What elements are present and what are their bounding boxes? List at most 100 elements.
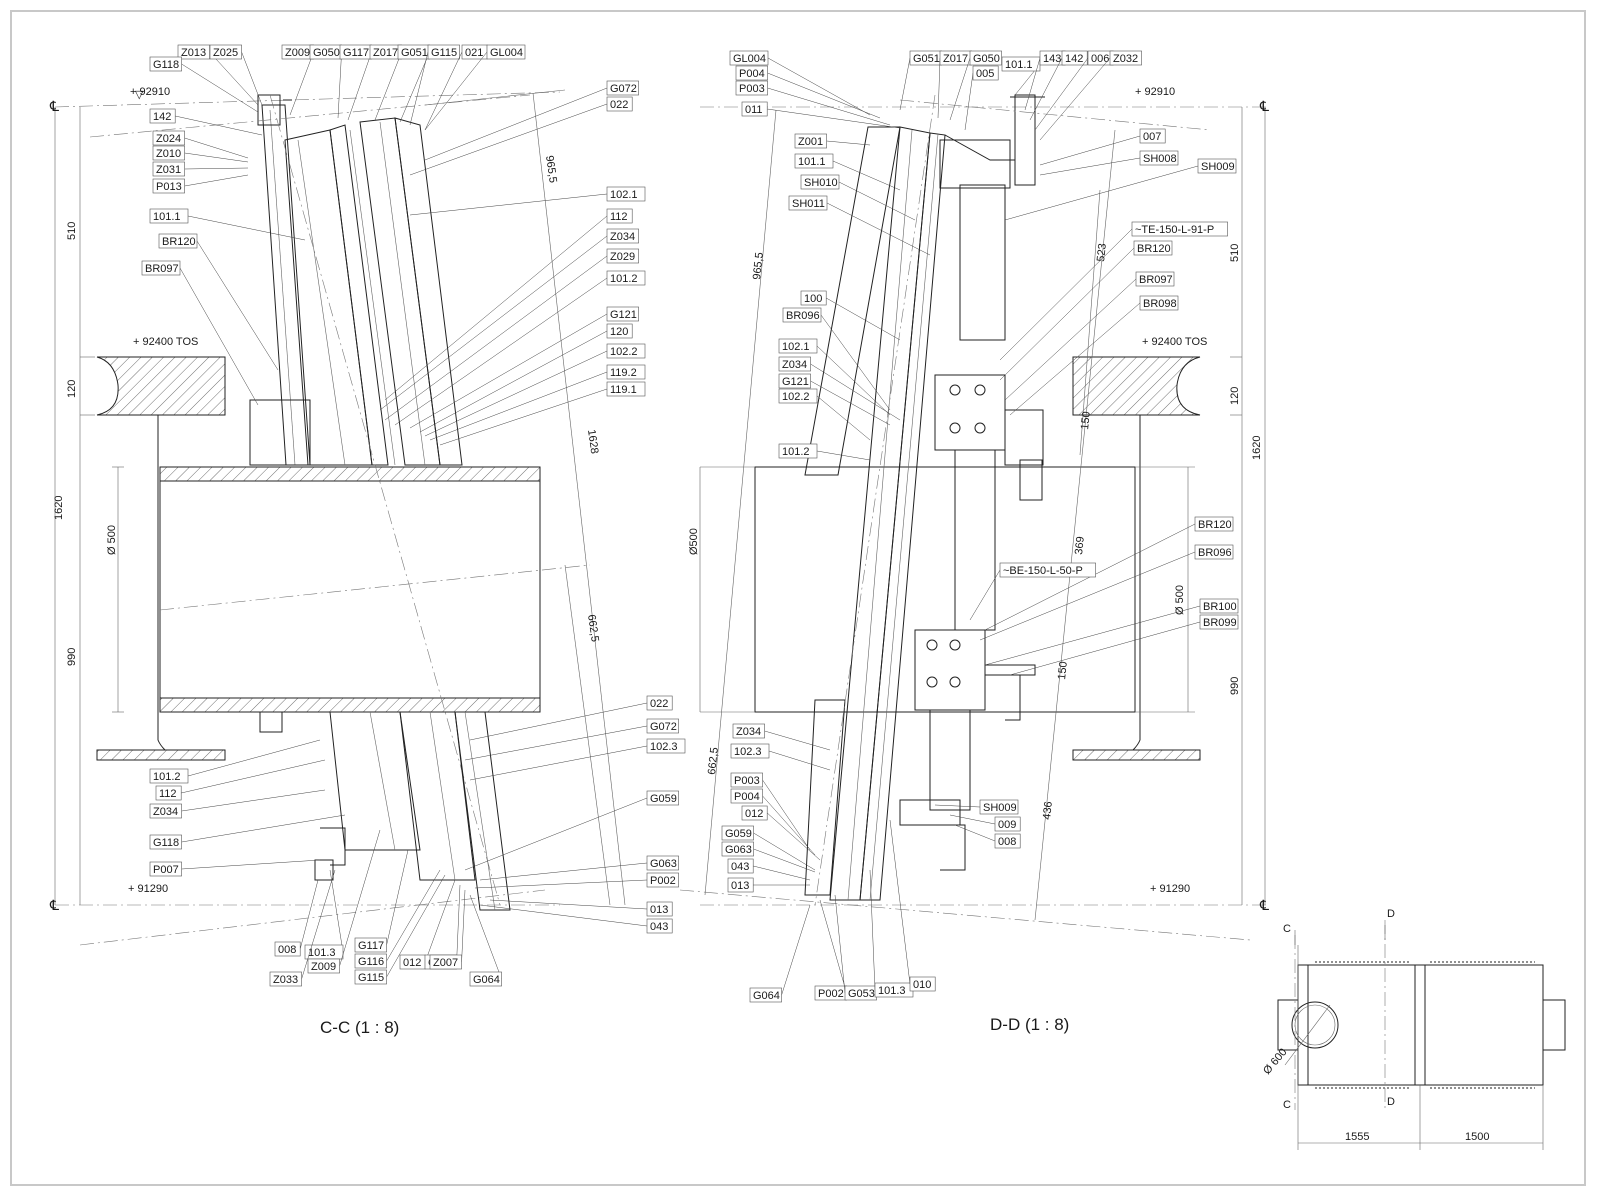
callout-text: G063 (725, 844, 752, 856)
callout-G117: G117 (339, 44, 372, 121)
callout-022: 022 (409, 96, 633, 176)
callout-text: 013 (731, 880, 749, 892)
dd-dim-662: 662,5 (706, 747, 721, 776)
callout-G115: G115 (409, 44, 460, 126)
callout-Z010: Z010 (152, 145, 249, 163)
callout-P004: P004 (730, 788, 816, 856)
callout-Z034: Z034 (732, 723, 831, 751)
callout-BR096: BR096 (979, 544, 1234, 641)
callout-text: 012 (403, 957, 421, 969)
callout-text: 101.1 (153, 211, 181, 223)
callout-text: P002 (818, 988, 844, 1000)
callout-text: BR099 (1203, 617, 1237, 629)
callout-101.3: 101.3 (869, 869, 914, 998)
callout-102.3: 102.3 (469, 738, 686, 781)
callout-013: 013 (489, 899, 673, 917)
callout-G115: G115 (354, 874, 446, 985)
callout-text: G118 (153, 59, 179, 71)
callout-text: Z017 (373, 47, 398, 59)
callout-SH011: SH011 (788, 195, 931, 256)
callout-text: G117 (358, 940, 384, 952)
device-upper-cc (249, 94, 463, 466)
callout-text: BR098 (1143, 298, 1177, 310)
callout-Z013: Z013 (177, 44, 259, 106)
callout-text: 143 (1043, 53, 1061, 65)
callout-text: Z007 (433, 957, 458, 969)
callout-text: 012 (745, 808, 763, 820)
callout-101.1: 101.1 (149, 208, 306, 241)
callout-text: 101.1 (1005, 59, 1033, 71)
callout-G050: G050 (309, 44, 342, 119)
callout-P013: P013 (152, 174, 249, 194)
callout-text: Z034 (610, 231, 635, 243)
callout-text: G118 (153, 837, 179, 849)
callout-GL004: GL004 (729, 50, 871, 116)
callout-text: 101.1 (798, 156, 826, 168)
callout-text: SH011 (792, 198, 825, 210)
callout-101.2: 101.2 (394, 270, 646, 426)
callout-013: 013 (727, 877, 810, 893)
callout-G121: G121 (778, 373, 891, 426)
cc-dim-510: 510 (66, 222, 78, 240)
callout-Z032: Z032 (1039, 50, 1142, 141)
callout-G059: G059 (721, 825, 816, 871)
pipe-cc (159, 466, 541, 713)
callout-text: 007 (1143, 131, 1161, 143)
callout-022: 022 (469, 695, 673, 741)
callout-120: 120 (419, 323, 633, 433)
keyplan-cut-c-top: C (1283, 923, 1291, 935)
callout-G063: G063 (721, 841, 816, 873)
cc-view-title: C-C (1 : 8) (320, 1018, 399, 1037)
callout-011: 011 (741, 101, 901, 129)
callout-text: 120 (610, 326, 628, 338)
callout-text: G121 (610, 309, 637, 321)
cc-dim-1628: 1628 (585, 429, 600, 455)
callout-text: 102.1 (782, 341, 810, 353)
callout-text: G121 (782, 376, 809, 388)
callout-text: SH009 (983, 802, 1017, 814)
callout-text: 011 (745, 104, 763, 116)
callout-P004: P004 (735, 65, 881, 119)
callout-G116: G116 (354, 869, 441, 969)
callout-G051: G051 (397, 44, 430, 123)
callout-text: 009 (998, 819, 1016, 831)
dd-dim-dia-left: Ø500 (688, 528, 700, 555)
callout-text: BR120 (162, 236, 196, 248)
keyplan-dim-1500: 1500 (1465, 1131, 1489, 1143)
device-axis-cc (269, 94, 501, 906)
callout-~TE-150-L-91-P: ~TE-150-L-91-P (999, 221, 1228, 361)
dd-centerline-top: ℄ (1259, 98, 1269, 114)
callout-text: 005 (976, 68, 994, 80)
callout-112: 112 (384, 208, 633, 401)
callout-text: 112 (159, 788, 177, 800)
dd-centerline-bottom: ℄ (1259, 897, 1269, 913)
device-axis-dd (814, 94, 936, 906)
callout-text: Z029 (610, 251, 635, 263)
callout-142: 142 (149, 108, 263, 136)
callout-text: 008 (998, 836, 1016, 848)
dd-dim-523: 523 (1095, 243, 1109, 263)
pipe-dd (754, 466, 1136, 713)
callout-119.2: 119.2 (429, 364, 646, 441)
callout-text: 101.2 (782, 446, 810, 458)
callout-text: BR120 (1198, 519, 1232, 531)
dim-1628-line (532, 92, 626, 906)
callout-Z031: Z031 (152, 161, 249, 177)
callout-043: 043 (727, 858, 811, 881)
callout-~BE-150-L-50-P: ~BE-150-L-50-P (969, 562, 1096, 621)
callout-text: P004 (734, 791, 760, 803)
key-plan: C C D D Ø 600 1555 1500 (1261, 908, 1566, 1150)
callout-text: 022 (610, 99, 628, 111)
callout-Z034: Z034 (778, 356, 901, 421)
callout-010: 010 (889, 819, 936, 992)
callout-112: 112 (155, 759, 326, 801)
callout-text: P013 (156, 181, 182, 193)
callout-text: 021 (465, 47, 483, 59)
callout-Z007: Z007 (429, 889, 466, 970)
callout-BR120: BR120 (999, 240, 1173, 381)
callout-text: Z009 (311, 961, 336, 973)
callout-BR100: BR100 (984, 598, 1239, 666)
callout-text: 013 (650, 904, 668, 916)
